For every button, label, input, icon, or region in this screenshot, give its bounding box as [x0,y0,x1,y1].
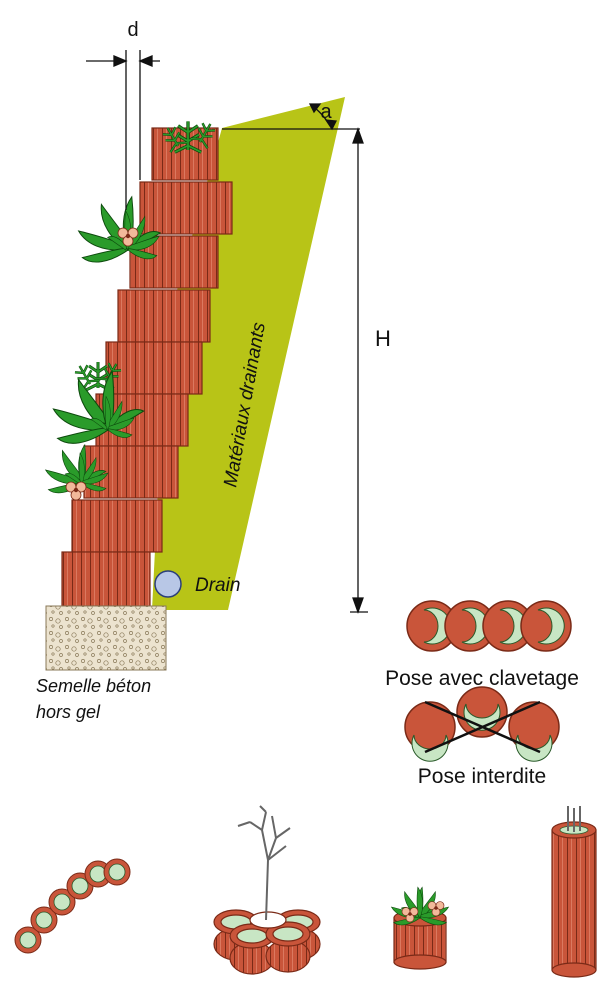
label-h: H [375,326,391,351]
column-example [551,806,597,978]
planter-example [391,886,449,970]
pose-ok-label: Pose avec clavetage [385,667,579,690]
dimension-d [86,50,160,210]
label-d: d [127,19,138,41]
footing-label-line1: Semelle béton [36,676,151,696]
pose-forbidden-label: Pose interdite [418,765,546,788]
dimension-a [222,103,360,131]
pose-ok-pots [406,600,572,652]
concrete-footing [45,605,167,671]
dimension-h [350,127,368,614]
label-a: a [320,101,332,123]
footing-label-line2: hors gel [36,702,101,722]
tree-icon [237,805,291,921]
drain-pipe [154,570,182,598]
pose-forbidden-pots [404,686,560,762]
drain-label: Drain [195,575,240,596]
cross-out-icon [424,700,541,754]
pot-chain-example [14,858,131,954]
tree-ring-example [213,805,321,975]
